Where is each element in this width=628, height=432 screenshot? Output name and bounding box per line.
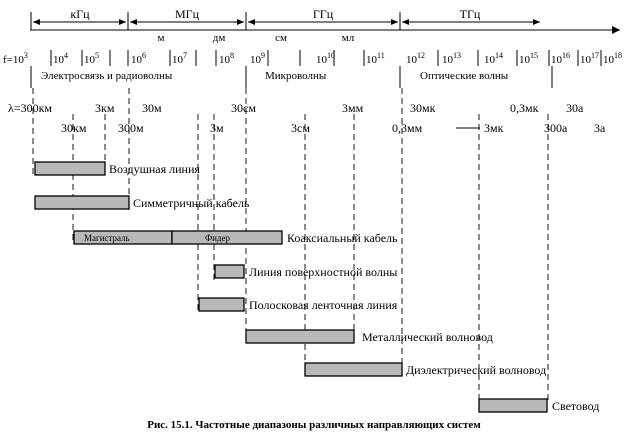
- bar-surface-wave: [214, 264, 245, 279]
- label-coax-feeder: Фидер: [205, 233, 231, 243]
- bar-strip-line: [198, 297, 245, 312]
- band-axis-arrow-icon: [612, 26, 620, 34]
- freq-power-label: 1017: [580, 51, 599, 66]
- label-surface-wave: Линия поверхностной волны: [249, 265, 397, 279]
- wave-letter-m: м: [158, 32, 165, 44]
- bar-coax-feeder: [171, 230, 283, 245]
- wavelength-label: 3см: [291, 121, 310, 135]
- range-optical: Оптические волны: [420, 70, 509, 82]
- wavelength-label: 3мм: [342, 101, 364, 115]
- range-micro: Микроволны: [265, 70, 327, 82]
- wavelength-label: 3м: [210, 121, 224, 135]
- label-fiber: Световод: [552, 399, 599, 413]
- band-label-khz: кГц: [70, 7, 90, 21]
- wavelength-label: 300а: [544, 121, 568, 135]
- wavelength-label: 30см: [231, 101, 256, 115]
- freq-power-label: 107: [172, 51, 187, 66]
- wavelength-label: 30мк: [410, 101, 436, 115]
- bar-dielectric-waveguide: [304, 362, 403, 377]
- wavelength-label: 300м: [118, 121, 144, 135]
- wave-letter-dm: дм: [213, 32, 226, 44]
- wave-letter-ml: мл: [342, 32, 355, 44]
- label-symmetric-cable: Симметричный кабель: [133, 196, 250, 210]
- label-coax-cable: Коаксиальный кабель: [287, 231, 398, 245]
- wavelength-label: 3км: [95, 101, 115, 115]
- frequency-powers: 104 105 106 107 108 109 1010 1011 1012 1013 1014 10…: [53, 51, 622, 66]
- freq-power-label: 109: [250, 51, 265, 66]
- band-label-thz: ТГц: [460, 7, 481, 21]
- freq-power-label: 1012: [406, 51, 425, 66]
- wavelength-label: 0,3мм: [392, 121, 423, 135]
- freq-power-label: 1011: [366, 51, 385, 66]
- label-strip-line: Полосковая ленточная линия: [249, 298, 398, 312]
- wavelength-label: 30а: [566, 101, 584, 115]
- wavelength-label: 0,3мк: [510, 101, 539, 115]
- wavelength-label: λ=300км: [8, 101, 52, 115]
- band-label-mhz: МГц: [175, 7, 200, 21]
- freq-power-label: 1014: [484, 51, 503, 66]
- bar-symmetric-cable: [34, 195, 130, 210]
- freq-power-label: 108: [219, 51, 234, 66]
- freq-power-label: 105: [84, 51, 99, 66]
- freq-power-label: 1015: [519, 51, 538, 66]
- wavelength-label: 30м: [142, 101, 162, 115]
- arrow-left-icon: [402, 19, 409, 25]
- label-metal-waveguide: Металлический волновод: [362, 330, 493, 344]
- arrow-right-icon: [237, 19, 244, 25]
- freq-power-label: 1010: [316, 51, 335, 66]
- label-air-line: Воздушная линия: [109, 162, 200, 176]
- arrow-left-icon: [33, 19, 40, 25]
- freq-power-label: 104: [53, 51, 68, 66]
- wavelength-label: 30км: [61, 121, 87, 135]
- bar-air-line: [34, 161, 106, 176]
- arrow-left-icon: [248, 19, 255, 25]
- wavelength-label: 3мк: [484, 121, 504, 135]
- arrow-right-icon: [533, 19, 540, 25]
- label-coax-trunk: Магистраль: [84, 233, 130, 243]
- figure-caption: Рис. 15.1. Частотные диапазоны различных…: [147, 419, 481, 431]
- freq-power-label: 106: [131, 51, 146, 66]
- arrow-left-icon: [130, 19, 137, 25]
- range-radio: Электросвязь и радиоволны: [41, 70, 173, 82]
- arrow-right-icon: [391, 19, 398, 25]
- freq-power-label: 1016: [551, 51, 570, 66]
- bar-metal-waveguide: [245, 329, 355, 344]
- band-label-ghz: ГГц: [313, 7, 334, 21]
- wave-letter-sm: см: [275, 32, 287, 44]
- bar-fiber: [478, 398, 548, 413]
- wavelength-label: 3а: [594, 121, 606, 135]
- freq-power-label: 1018: [603, 51, 622, 66]
- freq-label: f=103: [3, 51, 28, 66]
- arrow-right-icon: [119, 19, 126, 25]
- label-dielectric-waveguide: Диэлектрический волновод: [406, 363, 546, 377]
- freq-power-label: 1013: [442, 51, 461, 66]
